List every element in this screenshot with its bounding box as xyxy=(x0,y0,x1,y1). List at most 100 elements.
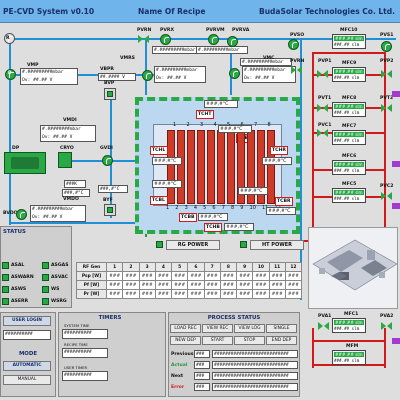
mfc1[interactable]: ###.## slm ###.## slm xyxy=(332,318,366,333)
end-dep-button[interactable]: END DEP xyxy=(266,336,297,345)
vmc-valve-icon[interactable] xyxy=(229,68,240,79)
pvrva-label: PVRVA xyxy=(232,28,250,33)
dp-label: DP xyxy=(12,146,20,151)
rf-cell[interactable]: ### xyxy=(252,271,270,281)
manual-mode-button[interactable]: MANUAL xyxy=(3,375,51,385)
single-button[interactable]: SINGLE xyxy=(266,324,297,333)
vmrs-valve-icon[interactable] xyxy=(142,70,153,81)
recipe-name: Name Of Recipe xyxy=(138,7,206,16)
automatic-mode-button[interactable]: AUTOMATIC xyxy=(3,361,51,371)
tcbb-badge[interactable]: TCBB xyxy=(179,213,197,222)
rf-cell[interactable]: ### xyxy=(154,271,173,281)
mfc7[interactable]: ###.## slm ###.## slm xyxy=(332,130,366,145)
mfc5-value: ###.## slm xyxy=(334,196,364,202)
mfc7-name: ###.## slm xyxy=(334,132,364,137)
mfm[interactable]: ###.## slm ###.## slm xyxy=(332,350,366,365)
rf-cell[interactable]: ### xyxy=(170,271,189,281)
chamber-temp-g: ###,#°C xyxy=(198,213,228,221)
pvrn-top-label: PVRN xyxy=(137,28,152,33)
rf-cell[interactable]: ### xyxy=(219,271,238,281)
pvs1-valve-icon[interactable] xyxy=(381,41,392,52)
tube-num: 1 xyxy=(173,122,177,128)
vmdi-label: VMDI xyxy=(63,118,77,123)
recipe-time-label: RECIPE TIME xyxy=(64,342,88,347)
gas-line-bottom-right xyxy=(384,328,386,368)
p-label: P xyxy=(8,71,12,76)
gas-line-left xyxy=(312,52,314,242)
tube-num: 1 xyxy=(166,205,170,211)
pvrx-valve-icon[interactable] xyxy=(160,34,171,45)
new-dep-button[interactable]: NEW DEP xyxy=(170,336,201,345)
pvso-valve-icon[interactable] xyxy=(288,39,299,50)
mfc6[interactable]: ###.## slm ###.## slm xyxy=(332,160,366,175)
pva1-valve-icon[interactable] xyxy=(318,322,329,330)
pvp2-valve-icon[interactable] xyxy=(381,70,392,78)
bvdo-valve-icon[interactable] xyxy=(16,209,27,220)
view-rec-button[interactable]: VIEW REC xyxy=(202,324,233,333)
user-login-button[interactable]: USER LOGIN xyxy=(3,316,51,326)
tchb-badge[interactable]: TCHB xyxy=(204,223,222,232)
right-feed-pipe xyxy=(300,40,302,300)
rf-cell[interactable]: ### xyxy=(284,271,303,281)
tcht-badge[interactable]: TCHT xyxy=(196,110,214,119)
load-rec-button[interactable]: LOAD REC xyxy=(170,324,201,333)
stop-button[interactable]: STOP xyxy=(234,336,265,345)
asgas-indicator xyxy=(42,262,49,269)
cryo-pump-icon[interactable] xyxy=(58,152,72,168)
rf-cell[interactable]: ### xyxy=(235,271,254,281)
user-name-field[interactable]: ########## xyxy=(3,330,51,340)
rf-cell[interactable]: ### xyxy=(138,271,156,281)
tube-num: 7 xyxy=(221,205,225,211)
rg-power-button[interactable]: RG POWER xyxy=(166,240,220,250)
rf-cell[interactable]: ### xyxy=(105,271,124,281)
pvt2-valve-icon[interactable] xyxy=(381,104,392,112)
ht-power-button[interactable]: HT POWER xyxy=(250,240,304,250)
tchr-badge[interactable]: TCHR xyxy=(270,146,288,155)
pvrva-valve-icon[interactable] xyxy=(227,36,238,47)
vmc-pressure: #.#########mbar xyxy=(244,68,286,73)
asws-label: ASWS xyxy=(11,287,27,292)
mfc10[interactable]: ###.## slm ###.## slm xyxy=(332,34,366,49)
rf-cell[interactable]: ### xyxy=(203,271,221,281)
wsrg-indicator xyxy=(42,298,49,305)
rf-cell[interactable]: ### xyxy=(187,271,205,281)
pvp1-valve-icon[interactable] xyxy=(317,70,328,78)
pvrn-top-valve-icon[interactable] xyxy=(138,35,149,43)
pvrvm-pressure: #.#########mbar xyxy=(196,46,248,54)
r-valve-icon[interactable] xyxy=(4,33,15,44)
tcbr-badge[interactable]: TCBR xyxy=(275,197,293,206)
rg-power-indicator[interactable] xyxy=(156,241,163,248)
app-title: PE-CVD System v0.10 xyxy=(3,7,95,16)
system-time-value: ########## xyxy=(62,329,108,339)
mfc8[interactable]: ###.## slm ###.## slm xyxy=(332,102,366,117)
mfc9[interactable]: ###.## slm ###.## slm xyxy=(332,67,366,82)
pvc1-label: PVC1 xyxy=(318,123,332,128)
r-label: R xyxy=(6,36,10,41)
view-log-button[interactable]: VIEW LOG xyxy=(234,324,265,333)
byf-valve-icon[interactable] xyxy=(104,204,116,216)
mfc10-value: ###.## slm xyxy=(334,42,364,48)
top-manifold-pipe xyxy=(4,38,396,40)
ht-power-indicator[interactable] xyxy=(240,241,247,248)
pvt1-valve-icon[interactable] xyxy=(317,104,328,112)
tube-num: 11 xyxy=(262,205,268,213)
pvrx-pipe xyxy=(145,40,147,95)
rf-cell: ### xyxy=(105,289,124,299)
pvrn-right-valve-icon[interactable] xyxy=(291,66,302,74)
rf-cell[interactable]: ### xyxy=(122,271,140,281)
mfc5[interactable]: ###.## slm ###.## slm xyxy=(332,188,366,203)
gvdi-valve-icon[interactable] xyxy=(102,155,113,166)
user-timer-value[interactable]: ########## xyxy=(62,371,108,381)
chamber-temp-b: ###,#°C xyxy=(152,157,182,165)
tcbl-badge[interactable]: TCBL xyxy=(150,196,168,205)
rf-cell[interactable]: ### xyxy=(268,271,286,281)
p-pump-icon[interactable] xyxy=(5,69,16,80)
bvp-valve-icon[interactable] xyxy=(104,88,116,100)
start-button[interactable]: START xyxy=(202,336,233,345)
pvc1-valve-icon[interactable] xyxy=(317,129,328,137)
pva2-valve-icon[interactable] xyxy=(381,322,392,330)
pvrvm-valve-icon[interactable] xyxy=(208,34,219,45)
pvc2-valve-icon[interactable] xyxy=(381,192,392,200)
tchl-badge[interactable]: TCHL xyxy=(150,146,168,155)
dry-pump-icon[interactable] xyxy=(4,152,46,174)
